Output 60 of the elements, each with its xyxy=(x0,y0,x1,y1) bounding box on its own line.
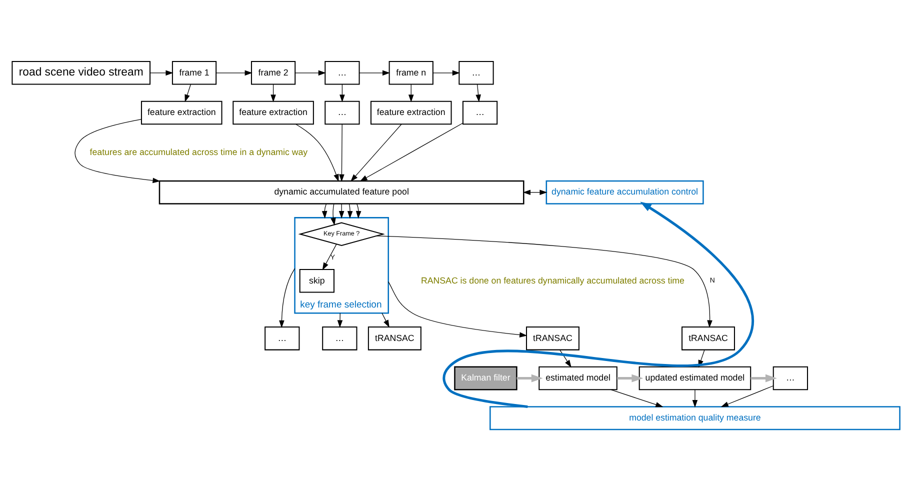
arrow xyxy=(149,70,173,76)
arrow xyxy=(336,312,342,328)
node-box: Kalman filter xyxy=(454,366,517,390)
arrow xyxy=(408,84,414,102)
arrow xyxy=(270,84,276,102)
arrow xyxy=(215,70,252,76)
arrow xyxy=(184,84,190,102)
arrow xyxy=(522,189,547,195)
node-box: … xyxy=(772,366,808,390)
arrow xyxy=(74,118,160,183)
arrow xyxy=(330,203,336,225)
node-box: estimated model xyxy=(538,366,617,390)
arrow xyxy=(350,123,402,182)
node-box: tRANSAC xyxy=(681,326,734,350)
arrow xyxy=(359,122,463,181)
arrow xyxy=(559,349,571,368)
node-box: dynamic accumulated feature pool xyxy=(158,180,524,204)
node-box: skip xyxy=(298,268,334,292)
arrow xyxy=(381,312,389,328)
arrow xyxy=(322,243,336,270)
arrow xyxy=(750,374,776,382)
arrow xyxy=(346,203,352,218)
label: features are accumulated across time in a dynamic way xyxy=(89,146,308,156)
arrow xyxy=(295,123,338,182)
arrow xyxy=(355,203,361,218)
node-box: frame 2 xyxy=(250,60,296,84)
arrow xyxy=(339,84,344,102)
arrow xyxy=(294,70,326,76)
arrow xyxy=(388,280,527,337)
node-box: model estimation quality measure xyxy=(489,406,900,430)
arrow xyxy=(432,70,460,76)
arrow xyxy=(692,389,698,408)
node-box: updated estimated model xyxy=(638,366,751,390)
node-box: frame 1 xyxy=(171,60,216,84)
arrow xyxy=(475,84,480,102)
node-box: tRANSAC xyxy=(367,326,421,350)
arrow xyxy=(338,123,344,182)
arrow xyxy=(338,203,344,218)
node-box: … xyxy=(324,60,360,84)
arrow xyxy=(610,388,663,407)
arrow xyxy=(321,203,327,218)
label: RANSAC is done on features dynamically accumulated across time xyxy=(420,274,684,285)
node-box: feature extraction xyxy=(140,100,222,124)
node-box: … xyxy=(462,100,498,124)
node-box: … xyxy=(324,100,360,124)
node-box: feature extraction xyxy=(232,100,314,124)
arrow xyxy=(358,70,390,76)
node-box: dynamic feature accumulation control xyxy=(545,180,704,204)
node-box: road scene video stream xyxy=(11,60,150,84)
arrow xyxy=(376,235,712,328)
node-box: … xyxy=(264,326,300,350)
arrow xyxy=(720,385,773,407)
arrow xyxy=(616,374,643,382)
node-box: … xyxy=(458,60,494,84)
arrow xyxy=(278,268,295,328)
node-box: frame n xyxy=(388,60,433,84)
node-box: feature extraction xyxy=(370,100,452,124)
node-box: tRANSAC xyxy=(525,326,579,350)
arrow xyxy=(516,374,542,382)
node-box: … xyxy=(322,326,357,350)
